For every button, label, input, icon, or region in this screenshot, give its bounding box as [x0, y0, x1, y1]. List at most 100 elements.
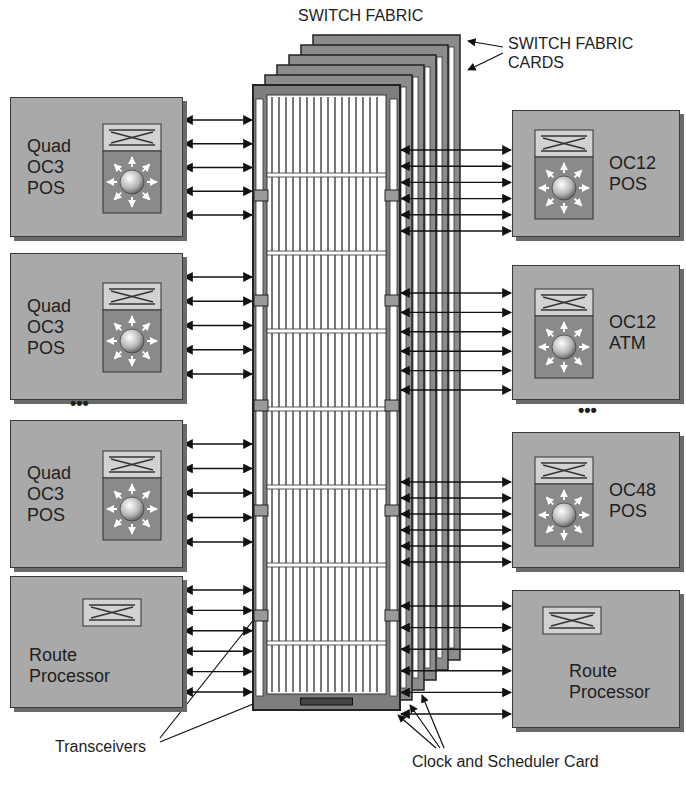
card-name: Route Processor	[29, 645, 139, 687]
switch-icon	[535, 457, 593, 546]
icon-arrow	[147, 340, 157, 342]
data-link	[184, 651, 252, 652]
icon-arrow	[575, 497, 582, 504]
line-card: OC12 ATM	[512, 265, 680, 400]
icon-stroke	[541, 477, 587, 478]
icon-arrow	[147, 181, 157, 183]
line-card: OC48 POS	[512, 432, 680, 568]
icon-stroke	[551, 615, 593, 626]
icon-stroke	[543, 138, 585, 149]
icon-arrow	[546, 526, 553, 533]
icon-stroke	[89, 619, 135, 620]
data-link	[184, 589, 252, 590]
icon-sphere	[552, 503, 576, 527]
icon-sphere	[120, 329, 144, 353]
card-slot	[449, 47, 454, 648]
data-link	[401, 649, 511, 650]
card-name: Route Processor	[569, 661, 669, 703]
icon-base	[535, 157, 593, 219]
data-link	[184, 541, 252, 542]
fabric-face	[267, 95, 386, 694]
icon-stroke	[109, 471, 155, 472]
card-name: OC48 POS	[609, 480, 671, 522]
icon-stroke	[111, 459, 153, 470]
icon-stroke	[543, 138, 585, 149]
icon-arrow	[546, 170, 553, 177]
icon-arrow	[107, 340, 117, 342]
icon-arrow	[107, 508, 117, 510]
icon-stroke	[111, 132, 153, 143]
data-link	[401, 529, 511, 530]
fabric-stripe	[306, 97, 308, 692]
icon-sphere	[552, 176, 576, 200]
fabric-divider	[267, 251, 386, 255]
data-link	[184, 301, 252, 302]
icon-stroke	[543, 297, 585, 308]
line-card: Quad OC3 POS	[10, 97, 183, 237]
transceiver	[385, 400, 399, 411]
icon-arrow	[546, 497, 553, 504]
data-link	[184, 517, 252, 518]
icon-arrow	[539, 514, 549, 516]
data-link	[184, 119, 252, 120]
icon-stroke	[91, 607, 133, 618]
icon-arrow	[563, 322, 565, 332]
icon-stroke	[541, 150, 587, 151]
icon-arrow	[143, 193, 150, 200]
data-link	[401, 497, 511, 498]
icon-arrow	[575, 170, 582, 177]
fabric-stripe	[278, 97, 280, 692]
icon-arrow	[563, 530, 565, 540]
icon-stroke	[111, 132, 153, 143]
transceiver	[254, 190, 268, 201]
card-name: OC12 ATM	[609, 312, 671, 354]
switch-icon	[103, 451, 161, 540]
data-link	[184, 167, 252, 168]
leader-line	[160, 702, 258, 742]
callout-label: Transceivers	[55, 737, 146, 756]
icon-base	[103, 478, 161, 540]
card-illustration	[513, 591, 681, 729]
data-link	[401, 713, 511, 714]
icon-arrow	[147, 508, 157, 510]
data-link	[184, 630, 252, 631]
data-link	[401, 513, 511, 514]
transceiver	[254, 610, 268, 621]
icon-stroke	[549, 612, 595, 613]
line-card: OC12 POS	[512, 110, 680, 237]
icon-box	[103, 124, 161, 151]
icon-arrow	[114, 323, 121, 330]
data-link	[184, 671, 252, 672]
icon-arrow	[563, 490, 565, 500]
fabric-stripe	[334, 97, 336, 692]
data-link	[401, 182, 511, 183]
icon-arrow	[143, 520, 150, 527]
icon-arrow	[114, 193, 121, 200]
data-link	[184, 492, 252, 493]
data-link	[184, 373, 252, 374]
switch-icon	[103, 283, 161, 372]
fabric-stripe	[341, 97, 343, 692]
icon-arrow	[131, 356, 133, 366]
leader-line	[422, 695, 444, 748]
icon-arrow	[114, 491, 121, 498]
transceiver	[385, 295, 399, 306]
leader-line	[398, 715, 436, 748]
icon-arrow	[114, 520, 121, 527]
icon-arrow	[579, 346, 589, 348]
data-link	[401, 670, 511, 671]
icon-arrow	[114, 164, 121, 171]
icon-arrow	[131, 157, 133, 167]
data-link	[184, 191, 252, 192]
icon-stroke	[541, 135, 587, 136]
fabric-slot	[390, 99, 397, 696]
icon-base	[535, 484, 593, 546]
data-link	[184, 610, 252, 611]
fabric-stripe	[355, 97, 357, 692]
icon-arrow	[579, 187, 589, 189]
card-slot	[413, 77, 418, 678]
icon-arrow	[539, 346, 549, 348]
fabric-front	[253, 85, 400, 710]
